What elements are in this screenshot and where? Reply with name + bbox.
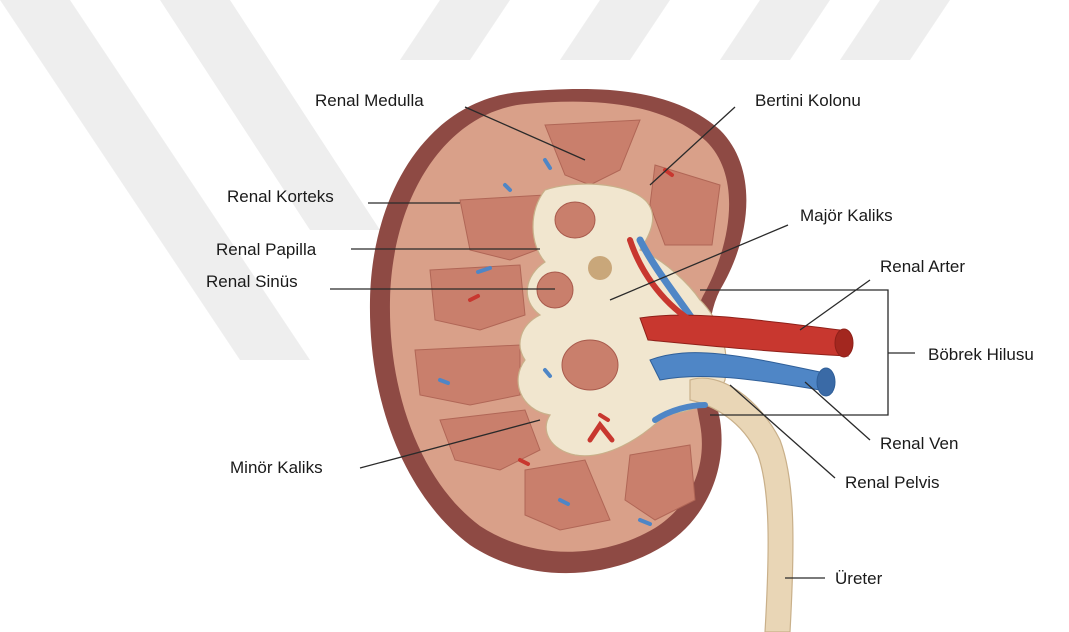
label-bobrek-hilusu: Böbrek Hilusu	[928, 345, 1034, 364]
sinus-pocket	[562, 340, 618, 390]
small-vein	[440, 380, 448, 383]
watermark-stripe	[560, 0, 670, 60]
sinus-pocket	[555, 202, 595, 238]
sinus-pocket	[537, 272, 573, 308]
watermark-stripe	[720, 0, 830, 60]
label-ureter: Üreter	[835, 569, 883, 588]
leader-line	[800, 280, 870, 330]
label-renal-medulla: Renal Medulla	[315, 91, 424, 110]
label-bertini-kolonu: Bertini Kolonu	[755, 91, 861, 110]
label-renal-arter: Renal Arter	[880, 257, 965, 276]
sinus-hole	[588, 256, 612, 280]
pyramid	[415, 345, 520, 405]
watermark-stripe	[840, 0, 950, 60]
label-renal-sinus: Renal Sinüs	[206, 272, 298, 291]
label-minor-kaliks: Minör Kaliks	[230, 458, 323, 477]
label-renal-korteks: Renal Korteks	[227, 187, 334, 206]
label-major-kaliks: Majör Kaliks	[800, 206, 893, 225]
label-renal-papilla: Renal Papilla	[216, 240, 317, 259]
leader-line	[805, 382, 870, 440]
watermark-stripe	[400, 0, 510, 60]
label-renal-pelvis: Renal Pelvis	[845, 473, 940, 492]
label-renal-ven: Renal Ven	[880, 434, 958, 453]
